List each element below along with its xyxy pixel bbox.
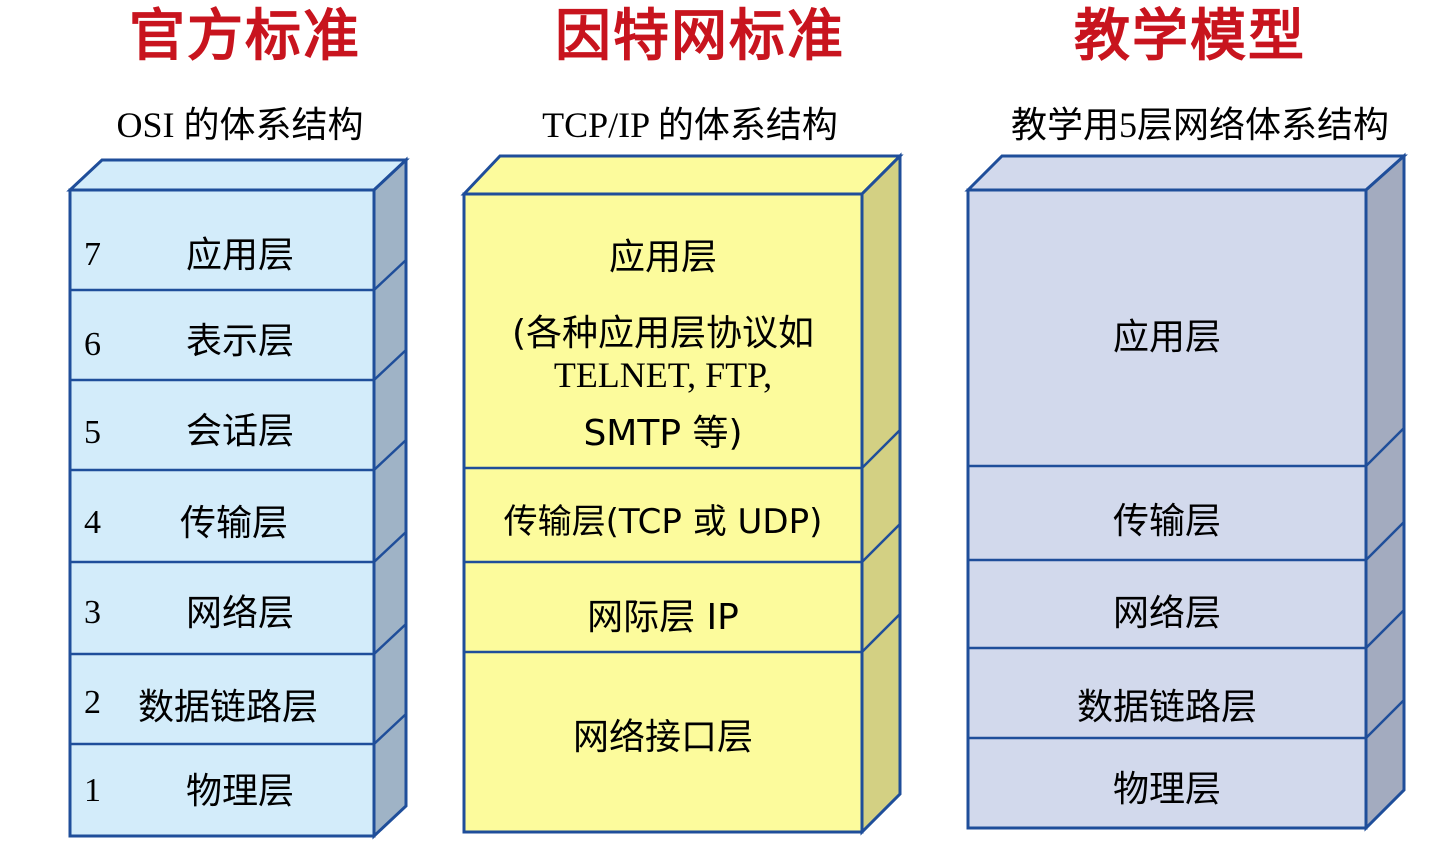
osi-layer-number: 3: [84, 594, 101, 631]
osi-layer-number: 6: [84, 326, 101, 363]
tcpip-stack-front: [462, 192, 864, 834]
teaching-layer-label: 传输层: [1112, 501, 1221, 542]
tcpip-layer-label: 网络接口层: [572, 717, 753, 758]
osi-stack-front: [68, 188, 376, 838]
teaching-layer-label: 应用层: [1112, 317, 1221, 358]
osi-layer-label: 传输层: [180, 503, 289, 544]
osi-layer-number: 2: [84, 684, 101, 721]
osi-layer-label: 物理层: [186, 771, 295, 812]
tcpip-application-note: TELNET, FTP,: [553, 355, 773, 395]
tcpip-application-note: SMTP 等): [583, 413, 743, 454]
subtitle-osi: OSI 的体系结构: [116, 105, 364, 145]
teaching-stack-top: [964, 154, 1408, 192]
osi-layer-label: 数据链路层: [138, 687, 319, 728]
heading-internet-standard: 因特网标准: [555, 4, 845, 69]
subtitle-tcpip: TCP/IP 的体系结构: [542, 105, 838, 145]
tcpip-layer-label: 应用层: [608, 237, 717, 278]
osi-layer-number: 4: [84, 504, 101, 541]
heading-teaching-model: 教学模型: [1074, 4, 1306, 69]
tcpip-layer-label: 传输层(TCP 或 UDP): [503, 502, 823, 542]
teaching-layer-label: 物理层: [1112, 769, 1221, 810]
tcpip-application-note: (各种应用层协议如: [511, 313, 815, 354]
osi-layer-number: 1: [84, 772, 101, 809]
teaching-stack-side: [1364, 152, 1406, 832]
teaching-stack-front: [966, 188, 1368, 830]
osi-layer-label: 表示层: [186, 321, 295, 362]
subtitle-five-layer: 教学用5层网络体系结构: [1010, 105, 1389, 145]
osi-layer-label: 网络层: [186, 593, 295, 634]
osi-layer-number: 7: [84, 236, 101, 273]
teaching-layer-label: 网络层: [1112, 593, 1221, 634]
tcpip-layer-label: 网际层 IP: [587, 597, 739, 638]
osi-layer-number: 5: [84, 414, 101, 451]
osi-layer-label: 应用层: [186, 235, 295, 276]
teaching-layer-label: 数据链路层: [1076, 687, 1257, 728]
heading-official-standard: 官方标准: [129, 4, 361, 69]
osi-layer-label: 会话层: [186, 411, 295, 452]
